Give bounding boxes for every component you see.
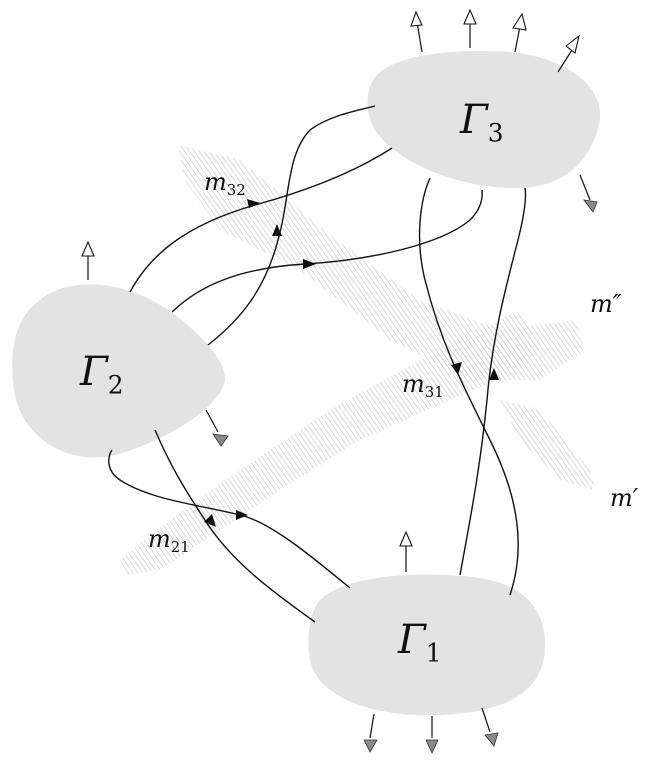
- edge-gamma1-to-gamma2-a: [154, 429, 316, 623]
- cut-band-m-prime: [120, 310, 595, 575]
- label-m32: m32: [204, 168, 246, 200]
- label-m-prime: m′: [610, 484, 639, 512]
- region-gamma-3: [367, 50, 601, 189]
- edge-gamma2-to-gamma3-b: [171, 189, 483, 313]
- outgoing-stubs-gamma3: [410, 8, 580, 73]
- label-gamma-2: Γ2: [80, 349, 124, 400]
- outgoing-stub-gamma1: [399, 530, 413, 572]
- mid-arrowhead: [272, 224, 282, 236]
- incoming-stubs-gamma1: [363, 707, 499, 754]
- incoming-stub-gamma3: [579, 174, 598, 213]
- mid-arrowhead: [204, 514, 216, 527]
- mid-arrowhead: [451, 362, 462, 375]
- region-gamma-2: [12, 284, 226, 458]
- edge-gamma1-to-gamma3-a: [459, 187, 527, 576]
- incoming-stub-gamma2: [205, 409, 229, 447]
- edge-gamma2-to-gamma3-c: [207, 105, 376, 346]
- label-gamma-3: Γ3: [460, 97, 504, 148]
- outgoing-stub-gamma2: [81, 240, 95, 280]
- label-m21: m21: [148, 525, 190, 557]
- label-m-double-prime: m″: [590, 290, 622, 318]
- region-gamma-1: [308, 574, 545, 716]
- mid-arrowhead: [303, 259, 316, 269]
- edge-gamma1-to-gamma2-b: [108, 449, 351, 589]
- mid-arrowhead: [236, 510, 248, 520]
- cut-band-m-double-prime: [178, 145, 585, 380]
- label-m31: m31: [402, 370, 444, 402]
- label-gamma-1: Γ1: [398, 617, 442, 668]
- mid-arrowhead: [489, 368, 499, 380]
- mid-arrowhead: [247, 199, 260, 208]
